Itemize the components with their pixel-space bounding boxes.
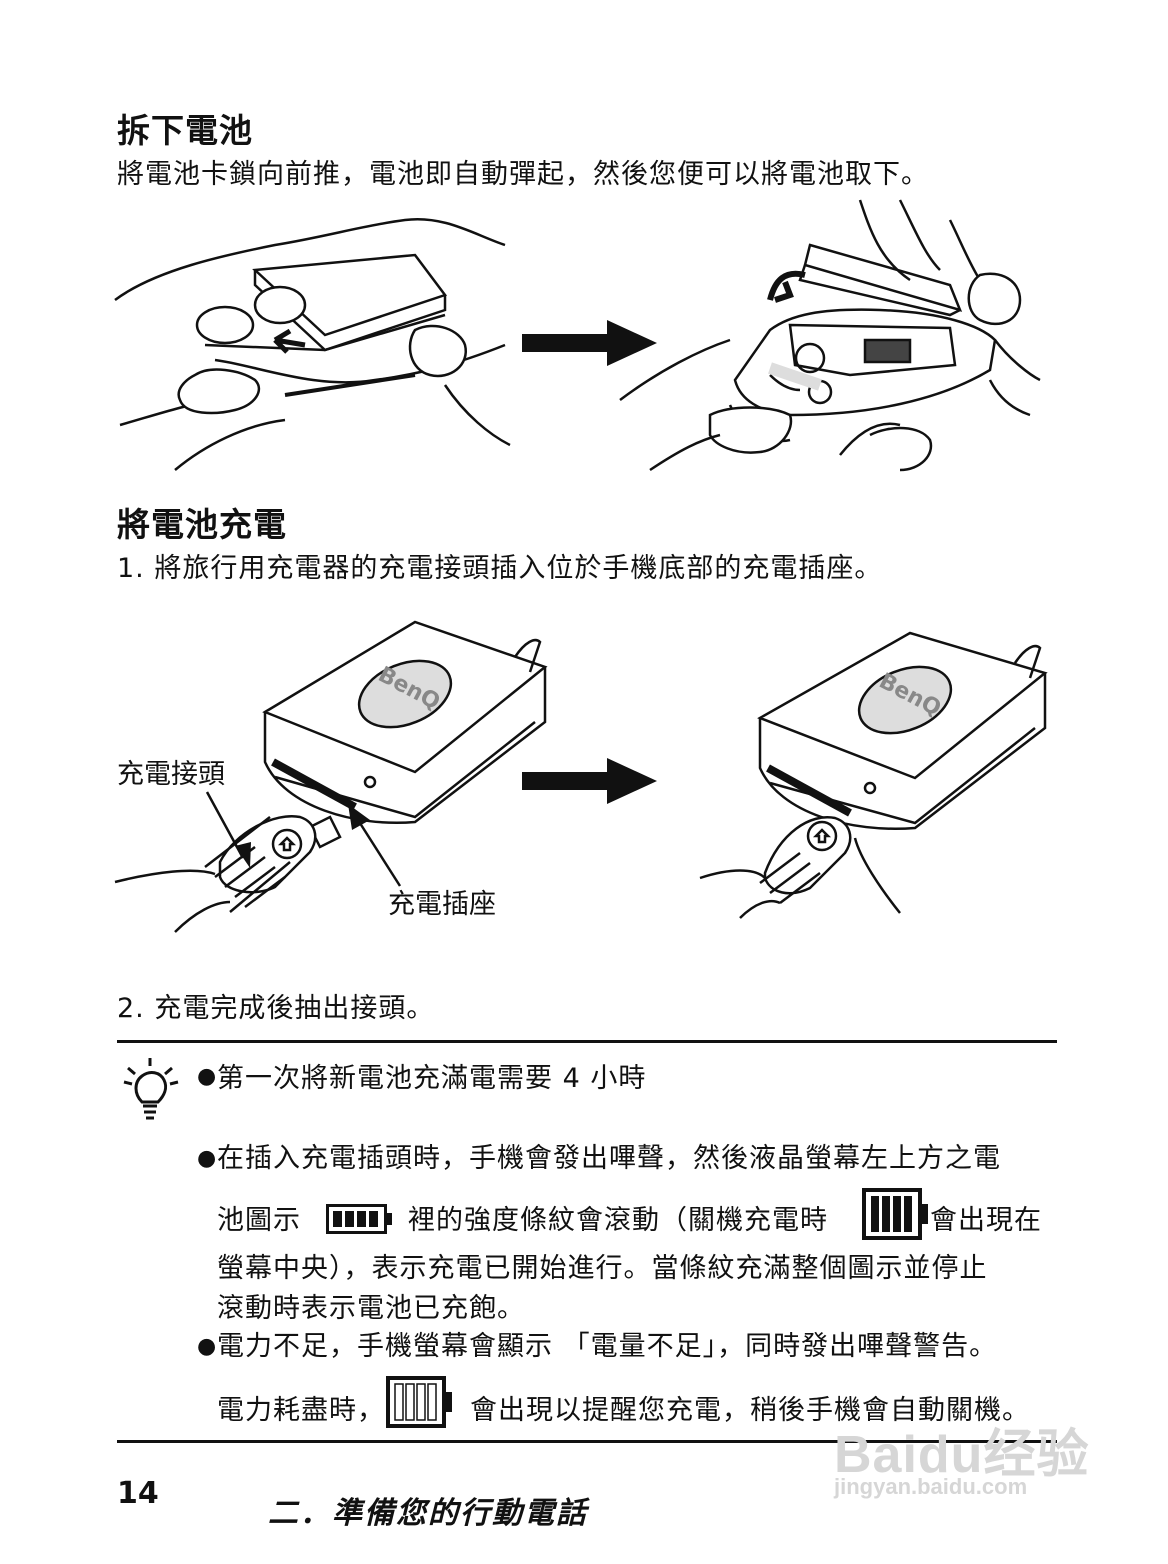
tip-1-text: 第一次將新電池充滿電需要 4 小時 (217, 1063, 647, 1094)
label-charging-socket: 充電插座 (388, 889, 496, 920)
section-heading-charge-battery: 將電池充電 (117, 505, 287, 544)
step-2-text: 2. 充電完成後抽出接頭。 (117, 993, 435, 1024)
illustration-phone-charging: BenQ (699, 631, 1048, 919)
tip-box-bottom-rule (117, 1440, 1057, 1443)
tip-3-line-2a: 電力耗盡時， (217, 1395, 385, 1426)
tip-2-line-2b: 裡的強度條紋會滾動（關機充電時 (408, 1205, 828, 1236)
step-1-text: 1. 將旅行用充電器的充電接頭插入位於手機底部的充電插座。 (117, 553, 883, 584)
bullet-dot: ● (197, 1334, 217, 1359)
tip-2-line-1: 在插入充電插頭時，手機會發出嗶聲，然後液晶螢幕左上方之電 (217, 1143, 1001, 1174)
label-connector-pointer (205, 791, 251, 868)
illustration-remove-battery-lift (619, 199, 1041, 472)
illustration-remove-battery-push (114, 217, 511, 471)
tip-2-line-3: 螢幕中央），表示充電已開始進行。當條紋充滿整個圖示並停止 (217, 1253, 988, 1284)
tip-box-top-rule (117, 1040, 1057, 1043)
watermark-logo: Baidu经验 (834, 1426, 1090, 1484)
right-arrow-icon (522, 320, 657, 366)
page-number: 14 (117, 1476, 159, 1511)
label-socket-pointer (348, 804, 402, 887)
chapter-title: 二．準備您的行動電話 (268, 1496, 588, 1531)
label-charging-connector: 充電接頭 (117, 759, 225, 790)
watermark-url: jingyan.baidu.com (834, 1474, 1028, 1499)
lightbulb-tip-icon (123, 1058, 179, 1120)
battery-empty-icon (386, 1376, 452, 1428)
bullet-dot: ● (197, 1064, 217, 1089)
bullet-dot: ● (197, 1146, 217, 1171)
tip-2-line-4: 滾動時表示電池已充飽。 (217, 1293, 525, 1324)
tip-2-line-2a: 池圖示 (217, 1205, 301, 1236)
tip-2-line-2c: 會出現在 (930, 1205, 1042, 1236)
battery-large-icon (862, 1188, 928, 1240)
tip-3-line-2b: 會出現以提醒您充電，稍後手機會自動關機。 (470, 1395, 1030, 1426)
section-heading-remove-battery: 拆下電池 (117, 111, 253, 150)
right-arrow-icon (522, 758, 657, 804)
tip-3-line-1: 電力不足，手機螢幕會顯示 「電量不足」，同時發出嗶聲警告。 (217, 1331, 998, 1362)
battery-small-icon (326, 1204, 392, 1234)
section-body-remove-battery: 將電池卡鎖向前推，電池即自動彈起，然後您便可以將電池取下。 (117, 159, 929, 190)
illustration-phone-with-connector: BenQ (114, 620, 548, 933)
